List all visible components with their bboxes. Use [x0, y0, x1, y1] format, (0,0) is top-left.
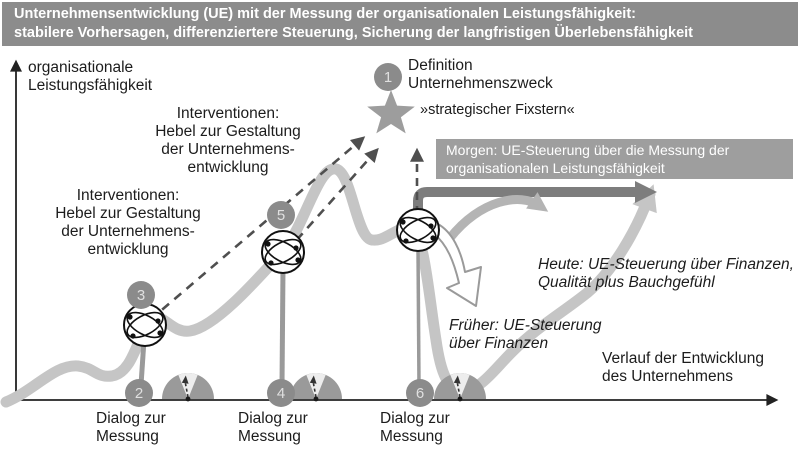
- growth-curve: [0, 163, 657, 408]
- globe-icon: [260, 230, 306, 274]
- frueher-label: Früher: UE-Steuerung über Finanzen: [449, 317, 602, 352]
- dialog-label-2: Dialog zur Messung: [238, 410, 308, 445]
- fixstern-label: »strategischer Fixstern«: [420, 102, 575, 118]
- connector-3-2: [138, 339, 147, 386]
- marker-2: 2: [125, 379, 153, 407]
- dashed-arrow-from-3: [149, 136, 366, 321]
- morgen-box: Morgen: UE-Steuerung über die Messung de…: [436, 139, 793, 179]
- heute-label: Heute: UE-Steuerung über Finanzen, Quali…: [538, 256, 794, 291]
- star-icon: [367, 90, 415, 134]
- dialog-label-1: Dialog zur Messung: [96, 410, 166, 445]
- x-axis-label: Verlauf der Entwicklung des Unternehmens: [602, 350, 764, 385]
- header-title: Unternehmensentwicklung (UE) mit der Mes…: [2, 2, 798, 46]
- y-axis-label: organisationale Leistungsfähigkeit: [28, 59, 153, 94]
- connector-5-4: [279, 267, 286, 386]
- interventions-label-lower: Interventionen: Hebel zur Gestaltung der…: [55, 187, 201, 258]
- marker-4: 4: [267, 379, 295, 407]
- marker-6: 6: [406, 379, 434, 407]
- gauge-icon: [289, 372, 343, 403]
- marker-3: 3: [127, 281, 155, 309]
- interventions-label-upper: Interventionen: Hebel zur Gestaltung der…: [155, 105, 301, 176]
- frueher-arrow: [433, 223, 482, 307]
- marker-1: 1: [374, 63, 402, 91]
- definition-label: Definition Unternehmenszweck: [408, 57, 553, 92]
- gauge-icon: [161, 372, 215, 403]
- marker-5: 5: [267, 201, 295, 229]
- globe-icon: [395, 208, 441, 252]
- dashed-arrow-from-5: [285, 147, 379, 253]
- connector-6-6: [416, 247, 421, 386]
- morgen-arrow: [413, 181, 657, 234]
- globe-icon: [122, 303, 168, 347]
- heute-arrow: [446, 192, 549, 241]
- dialog-label-3: Dialog zur Messung: [380, 410, 450, 445]
